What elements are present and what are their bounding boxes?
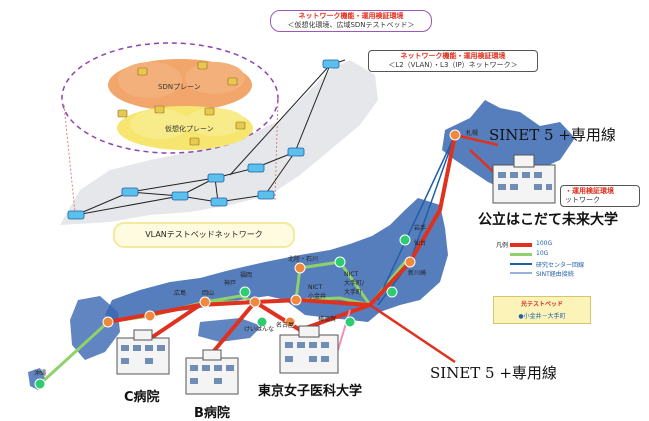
- honshu-shape: [105, 198, 448, 322]
- site-okinawa: 沖縄: [34, 370, 47, 377]
- site-nict-koganei: NICT 小金井: [308, 284, 327, 300]
- ghost-map-shape: [60, 60, 378, 225]
- site-okayama: 岡山: [202, 290, 215, 297]
- legend-label-research: 研究センター回線: [536, 262, 585, 269]
- switch-icons: [67, 59, 340, 220]
- site-sapporo: 札幌: [466, 130, 479, 137]
- orange-nodes: [102, 129, 461, 328]
- legend-label-100g: 100G: [536, 240, 553, 247]
- site-hiroshima: 広島: [174, 290, 187, 297]
- callout-partial: ・運用検証環境 ットワーク: [560, 185, 640, 207]
- legend-item-sint: SINT経由接続: [510, 269, 630, 278]
- callout-l2-subtitle: ＜L2（VLAN）・L3（IP）ネットワーク＞: [388, 61, 518, 69]
- site-sendai: 仙台: [414, 240, 427, 247]
- sinet-label-bottom: SINET 5 +専用線: [430, 364, 557, 382]
- callout-sdn-title: ネットワーク機能・運用検証環境: [298, 12, 404, 20]
- callout-l2-title: ネットワーク機能・運用検証環境: [400, 52, 506, 60]
- legend-item-research: 研究センター回線: [510, 260, 630, 269]
- sdn-plane-label: SDNプレーン: [158, 83, 201, 91]
- legend-heading: 凡例: [496, 242, 509, 249]
- cloud-server-icons: [117, 61, 246, 146]
- sinet-label-top: SINET 5 +専用線: [489, 126, 616, 144]
- building-future-univ: [492, 154, 556, 204]
- building-twmu: [279, 325, 339, 374]
- legend-label-sint: SINT経由接続: [536, 271, 574, 278]
- site-iwate: 岩手: [414, 225, 427, 232]
- site-kobe: 神戸: [224, 280, 237, 287]
- c-hospital-label: C病院: [124, 390, 160, 405]
- site-keihanna: けいはんな: [244, 326, 275, 333]
- callout-sdn-testbed: ネットワーク機能・運用検証環境 ＜仮想化環境、広域SDNテストベッド＞: [270, 10, 432, 32]
- site-nagoya: 名古屋: [276, 322, 295, 329]
- legend-item-100g: 100G: [510, 240, 630, 248]
- callout-l2-l3: ネットワーク機能・運用検証環境 ＜L2（VLAN）・L3（IP）ネットワーク＞: [368, 50, 538, 72]
- legend-label-10g: 10G: [536, 250, 549, 257]
- site-shinkawasaki: 新川崎: [408, 270, 427, 277]
- callout-sdn-subtitle: ＜仮想化環境、広域SDNテストベッド＞: [287, 21, 415, 29]
- callout-partial-title: ・運用検証環境: [565, 187, 614, 195]
- virtualization-plane-label: 仮想化プレーン: [165, 125, 214, 133]
- optical-testbed-box: 光テストベッド ●小金井－大手町: [493, 296, 591, 324]
- site-nict-otemachi: NICT 大手町/ 大手町: [344, 271, 365, 296]
- twmu-label: 東京女子医科大学: [258, 384, 363, 399]
- building-b-hospital: [185, 349, 239, 395]
- site-kyoto: 福岡: [240, 272, 253, 279]
- virtualization-plane-cloud: [117, 106, 253, 150]
- green-nodes: [34, 234, 411, 390]
- legend-item-10g: 10G: [510, 250, 630, 258]
- b-hospital-label: B病院: [194, 406, 230, 421]
- sdn-plane-cloud: [108, 59, 252, 111]
- future-univ-label: 公立はこだて未来大学: [478, 212, 618, 228]
- links-100g: [107, 134, 457, 354]
- optical-testbed-item: ●小金井－大手町: [518, 313, 566, 320]
- legend: 凡例 100G 10G 研究センター回線 SINT経由接続: [492, 236, 634, 280]
- vlan-testbed-label: VLANテストベッドネットワーク: [113, 222, 295, 248]
- optical-testbed-heading: 光テストベッド: [520, 301, 563, 308]
- site-yokohama: 横須賀: [318, 316, 337, 323]
- site-hokuriku: 北陸・石川: [288, 256, 319, 263]
- callout-partial-subtitle: ットワーク: [565, 196, 600, 204]
- building-c-hospital: [116, 329, 170, 375]
